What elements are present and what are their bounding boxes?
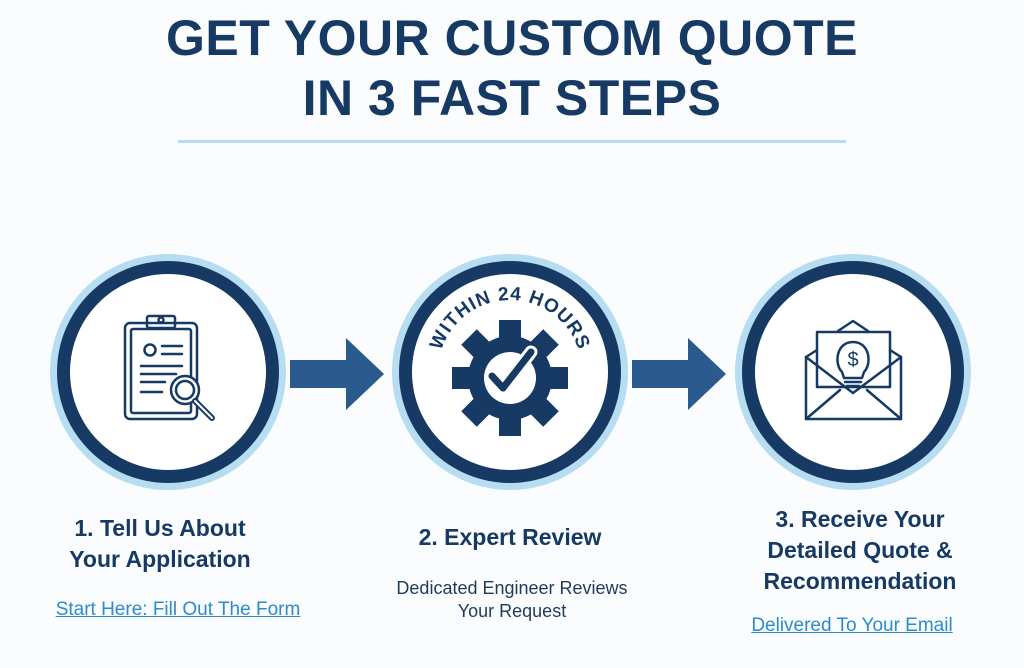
step-3-title-line-1: 3. Receive Your [775, 506, 945, 532]
step-3-title: 3. Receive Your Detailed Quote & Recomme… [735, 504, 985, 597]
page-title: GET YOUR CUSTOM QUOTE IN 3 FAST STEPS [0, 8, 1024, 128]
step-1-title-line-2: Your Application [69, 546, 251, 572]
delivered-to-email-link[interactable]: Delivered To Your Email [751, 615, 953, 636]
title-line-1: GET YOUR CUSTOM QUOTE [165, 10, 859, 66]
step-3-title-line-3: Recommendation [763, 568, 957, 594]
step-1-title-line-1: 1. Tell Us About [74, 515, 246, 541]
step-2-title-line-1: 2. Expert Review [418, 524, 602, 550]
fill-out-form-link[interactable]: Start Here: Fill Out The Form [55, 599, 301, 620]
envelope-dollar-bulb-icon: $ [804, 319, 903, 421]
step-3-title-line-2: Detailed Quote & [767, 537, 953, 563]
svg-text:$: $ [847, 349, 858, 371]
step-2-desc-line-1: Dedicated Engineer Reviews [396, 578, 628, 598]
arrow-right-icon [632, 338, 726, 410]
step-1-title: 1. Tell Us About Your Application [40, 513, 280, 575]
gear-check-icon [452, 320, 568, 436]
step-1-circle [50, 254, 286, 490]
title-divider [178, 140, 846, 143]
step-2-desc-line-2: Your Request [457, 601, 567, 621]
step-2-title: 2. Expert Review [390, 522, 630, 553]
title-line-2: IN 3 FAST STEPS [302, 70, 722, 126]
clipboard-search-icon [123, 314, 215, 421]
arrow-right-icon [290, 338, 384, 410]
step-2-description: Dedicated Engineer Reviews Your Request [372, 577, 652, 623]
